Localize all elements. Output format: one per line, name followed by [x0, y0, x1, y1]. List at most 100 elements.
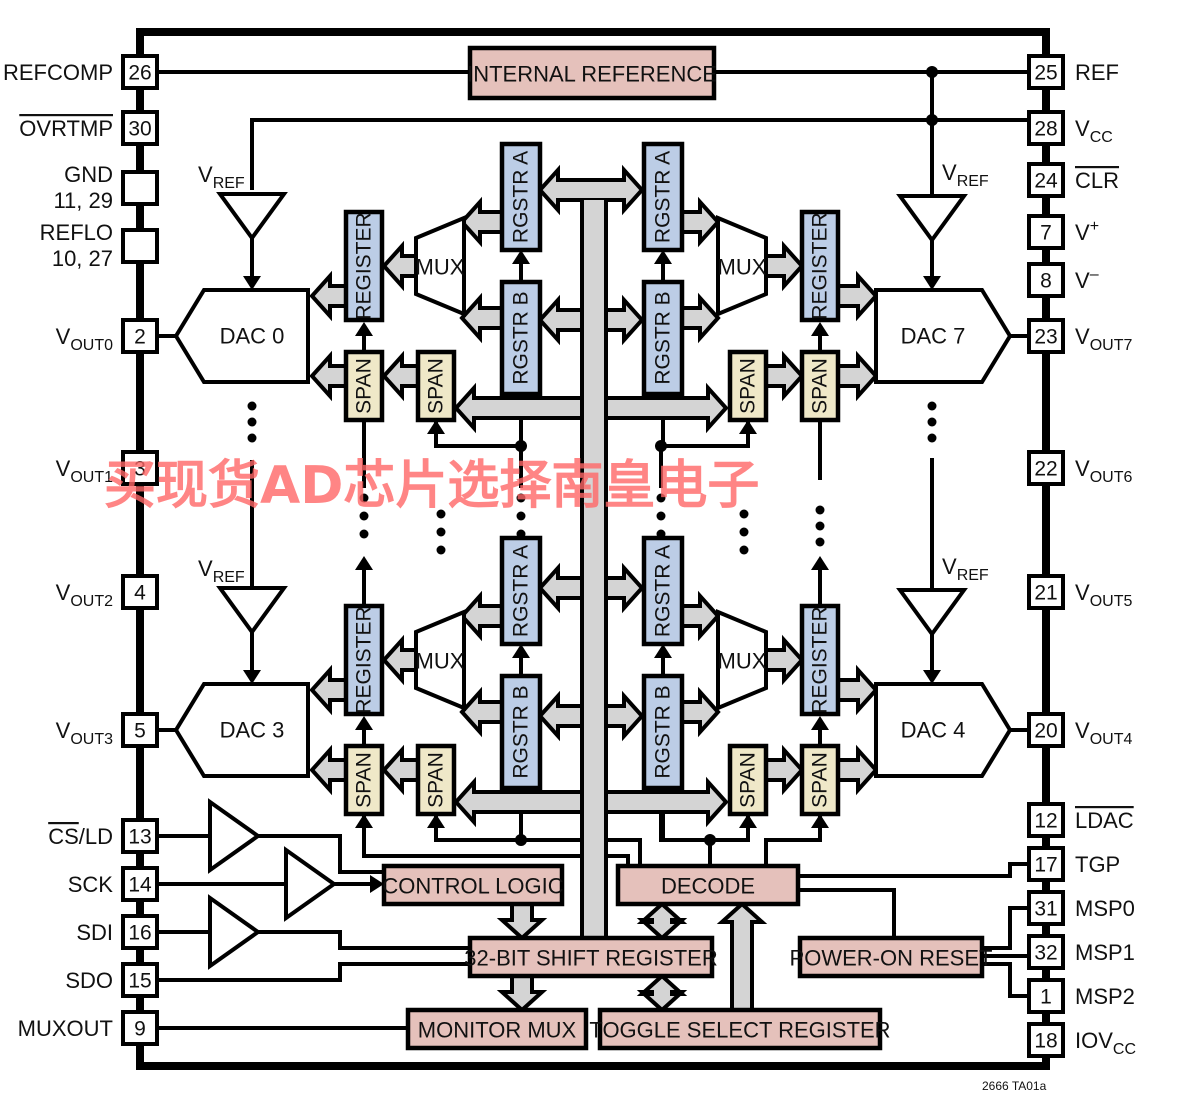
arrowhead-icon [739, 814, 757, 828]
monitor-mux-block-rect [405, 1007, 589, 1051]
ellipsis-dac-left [247, 417, 257, 427]
dac-4: DAC 4 [874, 682, 1013, 778]
arrowhead-icon [355, 556, 373, 570]
pin-right-20-number: 20 [1034, 720, 1057, 743]
arrow-mux-to-register-tl [381, 240, 418, 292]
arrow-span-to-dac-br [836, 744, 879, 796]
register-bl: REGISTER [343, 603, 385, 717]
pin-left-16-box [121, 914, 159, 950]
ellipsis-mid-3 [436, 527, 446, 537]
pin-left-15-label: SDO [65, 968, 113, 993]
rgstr-b-br-rect [641, 673, 685, 791]
span-input-bl-rect [415, 743, 457, 817]
register-bl-label: REGISTER [353, 606, 376, 713]
pin-left-16-number: 16 [128, 922, 151, 945]
pin-right-31-label: MSP0 [1075, 896, 1135, 921]
dac-3-shape [173, 682, 310, 778]
pin-right-17-number: 17 [1034, 854, 1057, 877]
span-input-tr-rect [727, 349, 769, 423]
pin-right-8-number: 8 [1040, 270, 1052, 293]
mux-br: MUX [716, 609, 768, 711]
pin-left-5-number: 5 [134, 720, 146, 743]
register-tl-rect [343, 209, 385, 323]
arrowhead-icon [654, 644, 672, 658]
pin-right-23-number: 23 [1034, 326, 1057, 349]
span-input-wire-tr [661, 420, 750, 448]
rgstr-a-tr: RGSTR A [641, 141, 685, 253]
wires [157, 66, 1029, 1030]
rgstr-b-bl-label: RGSTR B [510, 685, 533, 778]
arrow-mux-to-register-bl [381, 634, 418, 686]
pin-left-4-number: 4 [134, 582, 146, 605]
span-input-br-label: SPAN [737, 752, 760, 808]
register-br-label: REGISTER [809, 606, 832, 713]
pin-left-26-box [121, 54, 159, 90]
dac-7-shape [874, 288, 1013, 384]
pin-left-30-number: 30 [128, 118, 151, 141]
vref-buffer-dac4 [896, 588, 968, 638]
arrow-span-to-span-tl [381, 350, 420, 402]
rgstr-a-tl-label: RGSTR A [510, 151, 533, 243]
arrowhead-icon [923, 670, 941, 684]
arrowhead-icon [811, 322, 829, 336]
pin-left-14-label: SCK [68, 872, 114, 897]
span-dac-br-rect [799, 743, 841, 817]
control-logic-block-rect [381, 863, 565, 907]
ellipsis-dac-right [927, 417, 937, 427]
pin-right-22-box [1027, 450, 1065, 486]
mux-tr-shape [716, 215, 768, 317]
span-dac-tr-rect [799, 349, 841, 423]
span-dac-tr: SPAN [799, 349, 841, 423]
span-dac-bl: SPAN [343, 743, 385, 817]
pin-left-gnd-box [121, 170, 159, 206]
pin-right-20-box [1027, 712, 1065, 748]
vref-label-dac4: VREF [942, 554, 989, 584]
shift-register-block-label: 32-BIT SHIFT REGISTER [464, 946, 717, 971]
vref-label-dac7: VREF [942, 160, 989, 190]
pin-right-28-box [1027, 110, 1065, 146]
arrow-control-to-shift [496, 902, 548, 941]
rgstr-b-tl: RGSTR B [499, 279, 543, 397]
control-logic-block: CONTROL LOGIC [381, 863, 565, 907]
arrow-span-to-span-tr [764, 350, 805, 402]
register-br: REGISTER [799, 603, 841, 717]
ellipsis-mid-4 [739, 545, 749, 555]
arrowhead-icon [355, 322, 373, 336]
pin-left-26-number: 26 [128, 62, 151, 85]
ellipsis-dac-left [247, 401, 257, 411]
pin-right-8-box [1027, 262, 1065, 298]
sck-buffer [284, 846, 338, 922]
span-input-br-rect [727, 743, 769, 817]
dac-3-label: DAC 3 [220, 718, 285, 743]
arrow-rgstr-a-to-mux-tl [459, 196, 504, 248]
vref-text: VREF [942, 160, 989, 190]
ellipsis-right-col [815, 521, 825, 531]
pin-right-23-box [1027, 318, 1065, 354]
ellipsis-mid-4 [739, 509, 749, 519]
arrowhead-icon [243, 670, 261, 684]
pin-right-22-label: VOUT6 [1075, 456, 1132, 486]
pin-right-25-label: REF [1075, 60, 1119, 85]
register-tr-rect [799, 209, 841, 323]
pin-right-24-number: 24 [1034, 170, 1058, 193]
pin-left-13-label: CS/LD [48, 824, 113, 849]
dac-0-label: DAC 0 [220, 324, 285, 349]
pin-left-13-box [121, 818, 159, 854]
rgstr-a-br-rect [641, 535, 685, 647]
decode-to-por-wire [798, 888, 896, 938]
arrow-span-to-span-bl [381, 744, 420, 796]
toggle-select-register-block-label: TOGGLE SELECT REGISTER [589, 1018, 890, 1043]
span-input-bl: SPAN [415, 743, 457, 817]
rgstr-a-tr-rect [641, 141, 685, 253]
arrow-shift-to-monitor [496, 974, 548, 1013]
ellipsis-dac-left [247, 433, 257, 443]
arrowhead-icon [427, 814, 445, 828]
pin-right-7-box [1027, 214, 1065, 250]
pin-right-12-number: 12 [1034, 810, 1057, 833]
pin-right-1-label: MSP2 [1075, 984, 1135, 1009]
arrow-span-to-span-br [764, 744, 805, 796]
ellipsis-mid-1 [516, 511, 526, 521]
internal-reference-block-rect [467, 45, 717, 101]
